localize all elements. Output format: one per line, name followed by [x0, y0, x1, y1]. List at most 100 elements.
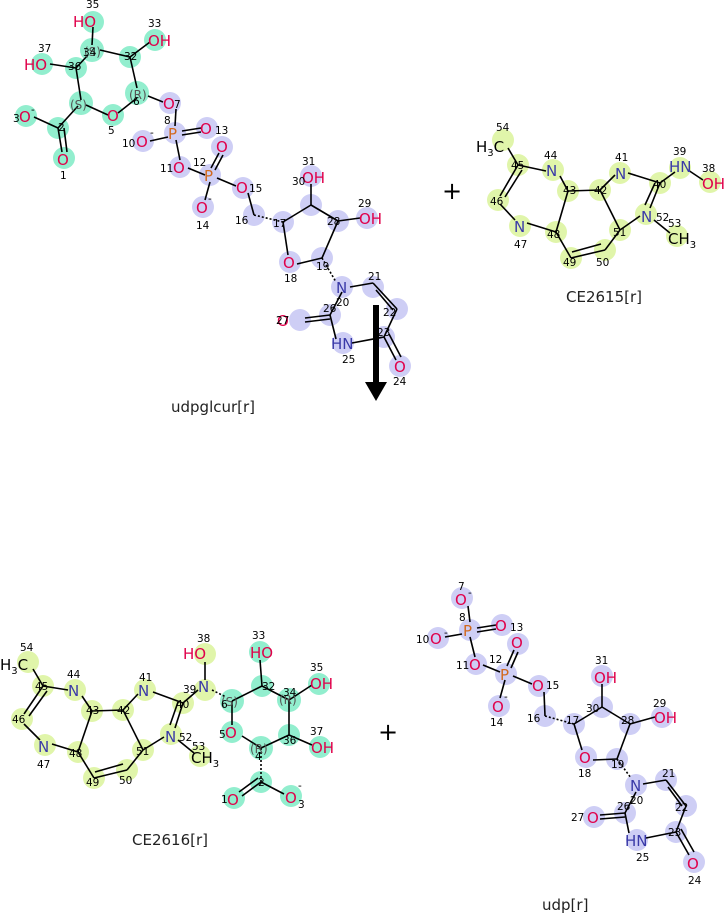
- svg-text:50: 50: [119, 775, 132, 787]
- svg-text:8: 8: [164, 115, 171, 127]
- svg-text:7: 7: [174, 99, 181, 111]
- svg-text:31: 31: [595, 655, 608, 667]
- svg-text:HN: HN: [669, 158, 692, 176]
- svg-text:7: 7: [458, 581, 465, 593]
- svg-text:-: -: [504, 691, 508, 703]
- svg-text:O: O: [173, 159, 185, 177]
- svg-text:15: 15: [249, 183, 262, 195]
- svg-text:28: 28: [327, 216, 340, 228]
- svg-text:39: 39: [183, 684, 196, 696]
- svg-text:11: 11: [456, 660, 469, 672]
- svg-text:P: P: [463, 622, 472, 640]
- svg-text:O: O: [136, 133, 148, 151]
- svg-text:CH3: CH3: [191, 749, 219, 770]
- reaction-arrow: [365, 305, 387, 401]
- svg-text:1: 1: [60, 170, 67, 182]
- svg-text:40: 40: [653, 179, 666, 191]
- udp-bonds: [444, 605, 695, 856]
- svg-text:21: 21: [662, 768, 675, 780]
- udpglcur-stereo: (S) (R) (S) - - -: [31, 45, 212, 205]
- svg-text:36: 36: [68, 61, 82, 73]
- svg-text:O: O: [511, 634, 523, 652]
- svg-text:N: N: [38, 738, 49, 756]
- svg-text:O: O: [587, 809, 599, 827]
- svg-text:17: 17: [273, 218, 286, 230]
- svg-text:26: 26: [323, 303, 337, 315]
- svg-text:50: 50: [596, 257, 609, 269]
- svg-text:19: 19: [611, 759, 624, 771]
- molecule-ce2616: H3C N N N N CH3 HO N HO OH OH O O O (S) …: [0, 630, 334, 849]
- aromatic-highlight: [487, 129, 721, 269]
- svg-text:34: 34: [283, 687, 297, 699]
- svg-text:49: 49: [563, 257, 576, 269]
- svg-text:P: P: [204, 167, 213, 185]
- svg-text:27: 27: [276, 315, 289, 327]
- svg-text:O: O: [277, 312, 289, 330]
- svg-text:N: N: [514, 218, 525, 236]
- product-2-name: udp[r]: [542, 896, 588, 913]
- svg-text:16: 16: [527, 713, 541, 725]
- udp-charges: - - -: [444, 587, 508, 703]
- svg-text:22: 22: [675, 802, 688, 814]
- svg-text:5: 5: [219, 729, 226, 741]
- svg-text:32: 32: [124, 51, 137, 63]
- svg-text:12: 12: [489, 654, 502, 666]
- svg-text:O: O: [532, 677, 544, 695]
- svg-text:O: O: [492, 698, 504, 716]
- svg-text:41: 41: [139, 672, 152, 684]
- svg-text:H3C: H3C: [476, 138, 504, 159]
- svg-text:1: 1: [221, 794, 228, 806]
- svg-text:52: 52: [656, 212, 669, 224]
- svg-text:(S): (S): [221, 695, 238, 709]
- svg-text:40: 40: [176, 699, 189, 711]
- svg-text:OH: OH: [654, 709, 677, 727]
- svg-text:HN: HN: [331, 335, 354, 353]
- svg-text:27: 27: [571, 812, 584, 824]
- svg-text:OH: OH: [311, 739, 334, 757]
- svg-text:31: 31: [302, 156, 315, 168]
- svg-text:10: 10: [416, 634, 429, 646]
- ce2615-bonds: [499, 147, 704, 259]
- svg-text:48: 48: [547, 229, 560, 241]
- svg-text:-: -: [31, 104, 35, 116]
- svg-text:OH: OH: [302, 169, 325, 187]
- svg-text:14: 14: [196, 220, 210, 232]
- svg-text:18: 18: [284, 273, 297, 285]
- svg-text:38: 38: [197, 633, 210, 645]
- ce2615-atoms: H3C N N N N HN OH CH3: [476, 138, 725, 251]
- svg-text:-: -: [208, 193, 212, 205]
- svg-text:OH: OH: [310, 675, 333, 693]
- svg-text:OH: OH: [359, 210, 382, 228]
- svg-text:2: 2: [58, 122, 65, 134]
- svg-text:2: 2: [258, 777, 265, 789]
- svg-text:48: 48: [69, 748, 82, 760]
- svg-text:17: 17: [566, 715, 579, 727]
- svg-text:42: 42: [594, 185, 607, 197]
- udpglcur-atoms: HO OH HO O O O O P O O O O P O O OH OH O…: [19, 13, 406, 376]
- svg-text:6: 6: [221, 699, 228, 711]
- molecule-udp: O P O O O O P O O OH OH O N HN O O - - -…: [416, 581, 705, 913]
- svg-text:25: 25: [342, 354, 355, 366]
- svg-text:(R): (R): [129, 88, 147, 102]
- svg-text:21: 21: [368, 271, 381, 283]
- svg-text:-: -: [150, 127, 154, 139]
- svg-text:37: 37: [310, 726, 323, 738]
- svg-text:23: 23: [377, 327, 390, 339]
- svg-text:P: P: [500, 666, 509, 684]
- svg-text:N: N: [68, 682, 79, 700]
- svg-text:11: 11: [160, 163, 173, 175]
- svg-text:54: 54: [496, 122, 510, 134]
- svg-text:10: 10: [122, 138, 135, 150]
- svg-text:-: -: [444, 627, 448, 639]
- svg-text:O: O: [285, 789, 297, 807]
- svg-text:42: 42: [117, 705, 130, 717]
- svg-text:O: O: [107, 107, 119, 125]
- svg-text:34: 34: [83, 47, 97, 59]
- svg-text:3: 3: [298, 799, 305, 811]
- svg-text:15: 15: [546, 680, 559, 692]
- svg-text:37: 37: [38, 43, 51, 55]
- svg-text:O: O: [236, 179, 248, 197]
- svg-text:O: O: [455, 591, 467, 609]
